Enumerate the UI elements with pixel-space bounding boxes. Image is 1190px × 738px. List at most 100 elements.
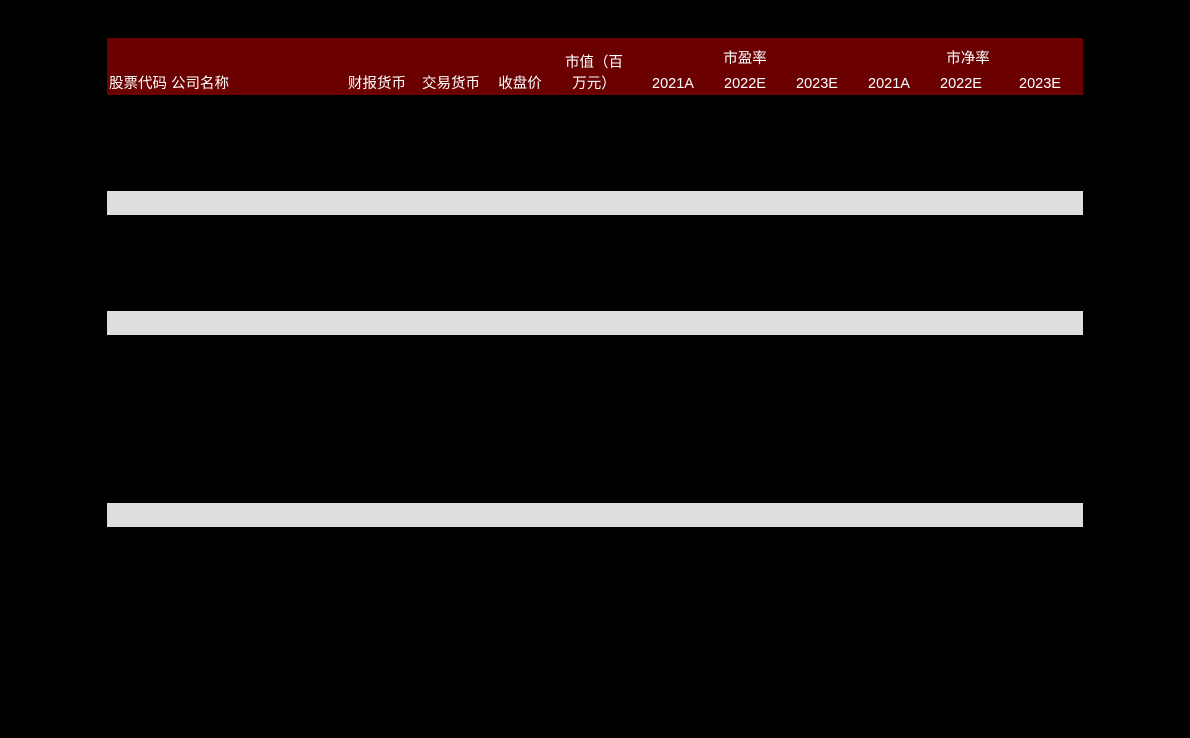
table-cell bbox=[781, 359, 853, 383]
table-cell bbox=[781, 407, 853, 431]
table-row[interactable] bbox=[107, 455, 1083, 479]
table-cell bbox=[489, 431, 551, 455]
table-cell bbox=[341, 407, 413, 431]
table-cell bbox=[781, 263, 853, 287]
column-header-pb-2021a[interactable]: 市净率 2021A bbox=[853, 38, 990, 95]
table-cell bbox=[413, 263, 489, 287]
table-cell bbox=[709, 383, 781, 407]
table-cell bbox=[709, 431, 781, 455]
table-cell bbox=[341, 431, 413, 455]
column-header-market-cap[interactable]: 市值（百 万元） bbox=[551, 38, 637, 95]
table-cell bbox=[489, 455, 551, 479]
table-cell bbox=[925, 407, 997, 431]
table-cell bbox=[107, 167, 169, 191]
table-cell bbox=[169, 359, 341, 383]
table-cell bbox=[997, 455, 1083, 479]
table-cell bbox=[637, 191, 709, 215]
table-row[interactable] bbox=[107, 215, 1083, 239]
table-row[interactable] bbox=[107, 383, 1083, 407]
table-cell bbox=[781, 455, 853, 479]
table-cell bbox=[925, 239, 997, 263]
table-cell bbox=[551, 431, 637, 455]
column-header-company-name[interactable]: 公司名称 bbox=[171, 75, 229, 92]
table-cell bbox=[925, 335, 997, 359]
table-row[interactable] bbox=[107, 407, 1083, 431]
table-row[interactable] bbox=[107, 263, 1083, 287]
table-cell bbox=[997, 287, 1083, 311]
column-header-pe-2023e[interactable]: 2023E bbox=[781, 38, 853, 95]
column-header-report-currency[interactable]: 财报货币 bbox=[348, 75, 406, 92]
table-cell bbox=[853, 287, 925, 311]
table-cell bbox=[853, 479, 925, 503]
table-row[interactable] bbox=[107, 479, 1083, 503]
table-cell bbox=[853, 95, 925, 119]
table-cell bbox=[341, 239, 413, 263]
table-cell bbox=[709, 455, 781, 479]
table-cell bbox=[551, 455, 637, 479]
column-header-trade-currency[interactable]: 交易货币 bbox=[422, 75, 480, 92]
table-cell bbox=[997, 479, 1083, 503]
table-row[interactable] bbox=[107, 431, 1083, 455]
column-header-pb-2022e[interactable]: 2022E bbox=[925, 38, 997, 95]
table-cell bbox=[413, 167, 489, 191]
table-cell bbox=[781, 239, 853, 263]
table-cell bbox=[925, 119, 997, 143]
table-cell bbox=[997, 119, 1083, 143]
market-cap-line-2: 万元） bbox=[572, 75, 616, 92]
table-row[interactable] bbox=[107, 503, 1083, 527]
table-cell bbox=[551, 239, 637, 263]
table-cell bbox=[341, 311, 413, 335]
table-cell bbox=[709, 479, 781, 503]
table-cell bbox=[489, 479, 551, 503]
table-cell bbox=[489, 215, 551, 239]
table-row[interactable] bbox=[107, 119, 1083, 143]
table-cell bbox=[413, 311, 489, 335]
table-cell bbox=[341, 119, 413, 143]
table-cell bbox=[341, 503, 413, 527]
table-cell bbox=[489, 335, 551, 359]
table-cell bbox=[853, 503, 925, 527]
table-row[interactable] bbox=[107, 143, 1083, 167]
table-cell bbox=[781, 95, 853, 119]
table-cell bbox=[997, 143, 1083, 167]
table-cell bbox=[637, 215, 709, 239]
table-row[interactable] bbox=[107, 167, 1083, 191]
table-cell bbox=[107, 95, 169, 119]
table-cell bbox=[341, 95, 413, 119]
table-header-row: 股票代码 公司名称 财报货币 交易货币 收盘价 市值（百 万元） 市盈率 202… bbox=[107, 38, 1083, 95]
table-cell bbox=[781, 287, 853, 311]
table-cell bbox=[709, 95, 781, 119]
table-cell bbox=[781, 383, 853, 407]
table-row[interactable] bbox=[107, 95, 1083, 119]
column-header-pe-2021a[interactable]: 市盈率 2021A bbox=[637, 38, 767, 95]
table-cell bbox=[341, 215, 413, 239]
table-cell bbox=[169, 503, 341, 527]
table-row[interactable] bbox=[107, 191, 1083, 215]
table-cell bbox=[925, 263, 997, 287]
table-row[interactable] bbox=[107, 311, 1083, 335]
table-cell bbox=[551, 119, 637, 143]
table-cell bbox=[925, 383, 997, 407]
column-header-stock-code[interactable]: 股票代码 bbox=[109, 75, 167, 92]
table-cell bbox=[551, 407, 637, 431]
table-cell bbox=[341, 455, 413, 479]
table-cell bbox=[489, 239, 551, 263]
column-header-close-price[interactable]: 收盘价 bbox=[498, 75, 542, 92]
table-cell bbox=[781, 215, 853, 239]
table-cell bbox=[853, 431, 925, 455]
table-cell bbox=[413, 383, 489, 407]
table-cell bbox=[853, 119, 925, 143]
table-cell bbox=[709, 263, 781, 287]
table-cell bbox=[413, 191, 489, 215]
column-header-pe-2022e[interactable]: 2022E bbox=[709, 38, 781, 95]
table-row[interactable] bbox=[107, 287, 1083, 311]
table-cell bbox=[169, 383, 341, 407]
table-row[interactable] bbox=[107, 335, 1083, 359]
table-cell bbox=[169, 479, 341, 503]
table-cell bbox=[781, 479, 853, 503]
table-row[interactable] bbox=[107, 359, 1083, 383]
column-header-pb-2023e[interactable]: 2023E bbox=[997, 38, 1083, 95]
year-label-pe-2023e: 2023E bbox=[796, 75, 838, 92]
table-row[interactable] bbox=[107, 239, 1083, 263]
table-cell bbox=[997, 311, 1083, 335]
